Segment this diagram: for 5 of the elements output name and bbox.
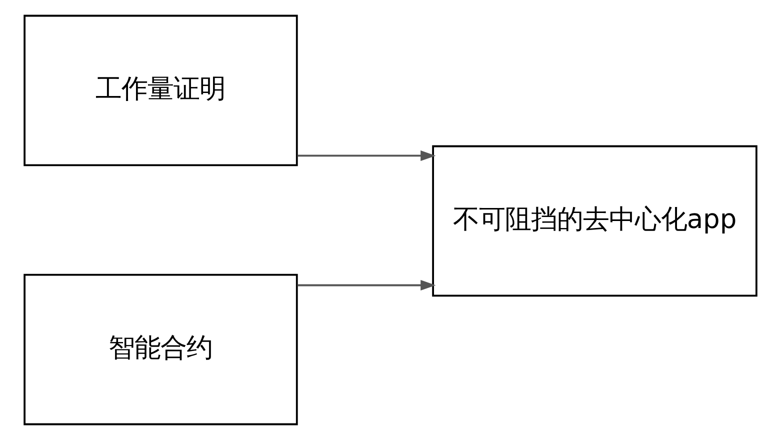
arrow: [296, 150, 436, 161]
node-box: 工作量证明: [23, 14, 298, 166]
node-box: 智能合约: [23, 274, 298, 426]
arrow: [296, 280, 436, 291]
node-box: 不可阻挡的去中心化app: [432, 145, 757, 297]
